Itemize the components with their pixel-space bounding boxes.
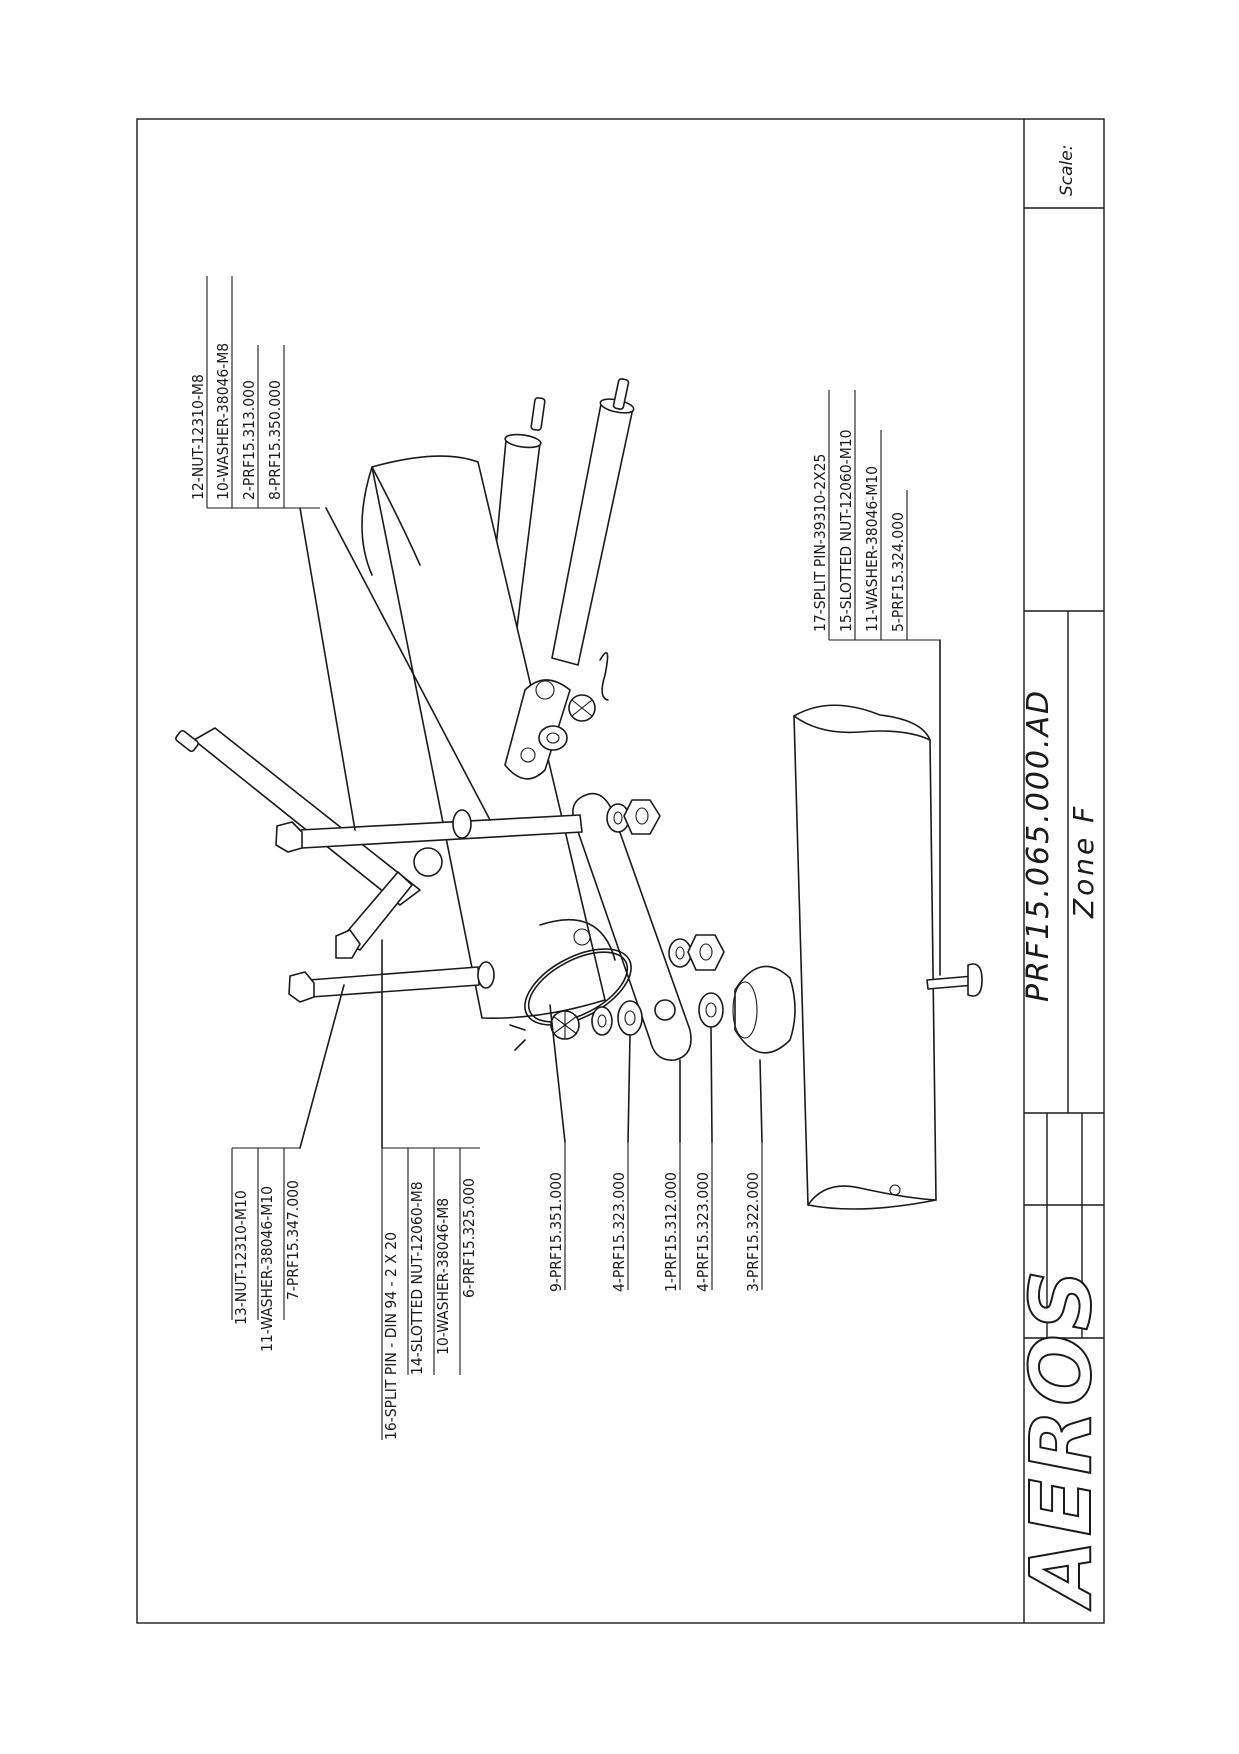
- drawing-number: PRF15.065.000.AD: [1021, 689, 1056, 1002]
- callout-washer-38046-m8-bottom: 10-WASHER-38046-M8: [434, 1198, 452, 1355]
- aeros-logo: AEROS: [1012, 1266, 1110, 1611]
- callout-prf15-325: 6-PRF15.325.000: [460, 1178, 478, 1298]
- callout-prf15-323-b: 4-PRF15.323.000: [694, 1172, 712, 1292]
- callout-prf15-324: 5-PRF15.324.000: [889, 512, 907, 632]
- callout-prf15-313: 2-PRF15.313.000: [240, 380, 258, 500]
- zone-label: Zone F: [1067, 804, 1100, 919]
- callout-prf15-350: 8-PRF15.350.000: [266, 380, 284, 500]
- leader-lines: [206, 276, 941, 1440]
- callout-prf15-312: 1-PRF15.312.000: [662, 1172, 680, 1292]
- scale-label: Scale:: [1057, 145, 1077, 196]
- callout-split-pin-39310: 17-SPLIT PIN-39310-2X25: [811, 454, 829, 632]
- callout-washer-38046-m10-top: 11-WASHER-38046-M10: [863, 466, 881, 632]
- callout-slotted-nut-m10: 15-SLOTTED NUT-12060-M10: [837, 430, 855, 632]
- callout-washer-38046-m8: 10-WASHER-38046-M8: [214, 343, 232, 500]
- callout-split-pin-din94: 16-SPLIT PIN - DIN 94 - 2 X 20: [382, 1232, 400, 1440]
- callout-prf15-347: 7-PRF15.347.000: [284, 1180, 302, 1300]
- callout-nut-12310-m10: 13-NUT-12310-M10: [232, 1190, 250, 1325]
- callout-nut-12310-m8: 12-NUT-12310-M8: [189, 374, 207, 500]
- callout-prf15-322: 3-PRF15.322.000: [744, 1172, 762, 1292]
- sheet-frame: [136, 118, 1105, 1624]
- callout-slotted-nut-m8: 14-SLOTTED NUT-12060-M8: [408, 1181, 426, 1375]
- callout-prf15-323-a: 4-PRF15.323.000: [610, 1172, 628, 1292]
- callout-washer-38046-m10-bottom: 11-WASHER-38046-M10: [258, 1186, 276, 1352]
- callout-prf15-351: 9-PRF15.351.000: [547, 1172, 565, 1292]
- assembly-drawing: [175, 378, 983, 1210]
